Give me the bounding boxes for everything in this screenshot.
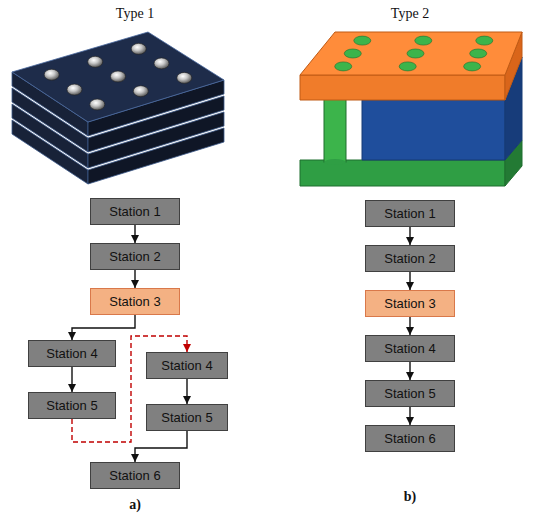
station-label: Station 3 (370, 296, 450, 311)
station-box: Station 2 (365, 245, 455, 272)
blue-block-front (362, 100, 505, 160)
flow-arrow (409, 272, 410, 290)
station-box: Station 6 (90, 462, 180, 489)
green-hole (476, 36, 493, 45)
station-label: Station 4 (151, 358, 223, 373)
type2-fixture (300, 32, 522, 186)
station-box: Station 5 (146, 404, 228, 431)
station-box: Station 1 (365, 200, 455, 227)
station-label: Station 3 (95, 294, 175, 309)
type1-fixture (12, 32, 224, 184)
type-heading: Type 1 (116, 6, 154, 22)
steel-ball (44, 69, 59, 80)
green-hole (470, 49, 487, 58)
flow-arrow (71, 367, 72, 392)
steel-ball (88, 56, 103, 67)
steel-ball (131, 43, 146, 54)
station-label: Station 1 (370, 206, 450, 221)
station-label: Station 6 (95, 468, 175, 483)
station-label: Station 4 (33, 346, 111, 361)
flow-arrow (186, 379, 187, 404)
station-label: Station 1 (95, 204, 175, 219)
station-label: Station 2 (95, 249, 175, 264)
green-hole (354, 36, 371, 45)
highlighted-station-box: Station 3 (365, 290, 455, 317)
flow-arrow (409, 317, 410, 335)
steel-ball (177, 72, 192, 83)
flow-arrow (134, 225, 135, 243)
green-post (324, 96, 346, 162)
station-box: Station 4 (146, 352, 228, 379)
flow-arrow (72, 315, 135, 340)
station-label: Station 5 (33, 398, 111, 413)
green-hole (399, 62, 416, 71)
station-label: Station 2 (370, 251, 450, 266)
steel-ball (90, 99, 105, 110)
station-label: Station 5 (370, 386, 450, 401)
station-box: Station 6 (365, 425, 455, 452)
green-hole (415, 36, 432, 45)
panel-letter: b) (404, 489, 416, 505)
highlighted-station-box: Station 3 (90, 288, 180, 315)
orange-plate-front (300, 75, 505, 100)
station-box: Station 5 (28, 392, 116, 419)
station-label: Station 5 (151, 410, 223, 425)
green-base-front (300, 160, 505, 186)
station-box: Station 5 (365, 380, 455, 407)
flow-arrow (135, 431, 187, 462)
steel-ball (67, 84, 82, 95)
station-box: Station 2 (90, 243, 180, 270)
steel-ball (133, 86, 148, 97)
green-hole (344, 49, 361, 58)
green-hole (407, 49, 424, 58)
station-label: Station 4 (370, 341, 450, 356)
station-box: Station 4 (28, 340, 116, 367)
flow-arrow (134, 270, 135, 288)
station-box: Station 1 (90, 198, 180, 225)
station-box: Station 4 (365, 335, 455, 362)
green-hole (335, 62, 352, 71)
flow-arrow (409, 407, 410, 425)
green-hole (464, 62, 481, 71)
plate-top-face (12, 32, 224, 122)
station-label: Station 6 (370, 431, 450, 446)
steel-ball (111, 71, 126, 82)
panel-letter: a) (129, 497, 141, 513)
green-post-foot (324, 159, 346, 165)
type-heading: Type 2 (391, 6, 429, 22)
orange-plate-top (300, 32, 522, 75)
steel-ball (154, 58, 169, 69)
flow-arrow (409, 227, 410, 245)
flow-arrow (409, 362, 410, 380)
